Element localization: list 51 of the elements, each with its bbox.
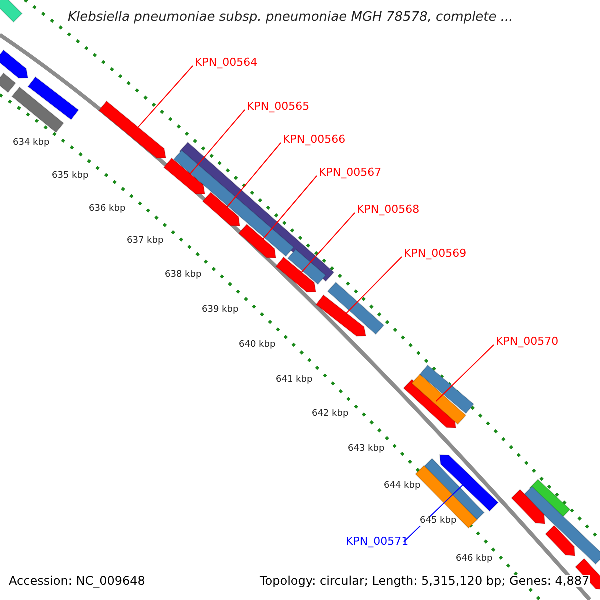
gene-block — [523, 486, 600, 565]
scale-label: 634 kbp — [13, 139, 50, 148]
gene-block — [419, 364, 475, 414]
gene-block — [202, 192, 241, 226]
leader-line — [346, 256, 402, 314]
gene-block — [173, 150, 295, 258]
gene-block — [411, 374, 467, 426]
gene-block — [0, 72, 16, 94]
scale-label: 646 kbp — [456, 555, 493, 564]
leader-line — [301, 212, 356, 273]
scale-label: 635 kbp — [52, 172, 89, 181]
gene-label: KPN_00569 — [404, 248, 467, 259]
scale-label: 637 kbp — [127, 237, 164, 246]
leader-line — [227, 142, 282, 208]
scale-label: 639 kbp — [202, 306, 239, 315]
scale-label: 643 kbp — [348, 445, 385, 454]
gene-label: KPN_00568 — [357, 204, 420, 215]
leader-line — [190, 110, 246, 174]
gene-block — [163, 158, 206, 195]
gene-block — [276, 256, 317, 293]
gene-block — [98, 100, 167, 159]
scale-label: 636 kbp — [89, 205, 126, 214]
gene-block — [439, 454, 499, 512]
gene-block — [238, 224, 277, 258]
gene-block — [545, 525, 576, 557]
leader-line — [436, 344, 494, 402]
gene-label: KPN_00566 — [283, 134, 346, 145]
gene-block — [28, 76, 80, 120]
leader-line — [263, 176, 318, 240]
gene-block — [327, 282, 385, 336]
scale-label: 642 kbp — [312, 410, 349, 419]
gene-block — [511, 489, 546, 525]
scale-label: 644 kbp — [384, 482, 421, 491]
gene-block — [12, 86, 64, 134]
footer-info: Accession: NC_009648 — [9, 575, 146, 587]
gene-label: KPN_00567 — [319, 167, 382, 178]
footer-info: Topology: circular; Length: 5,315,120 bp; Genes: 4,887 — [260, 575, 590, 587]
gene-label: KPN_00571 — [346, 536, 409, 547]
scale-label: 641 kbp — [276, 376, 313, 385]
gene-block — [0, 50, 29, 79]
scale-label: 640 kbp — [239, 341, 276, 350]
gene-block — [0, 0, 23, 23]
leader-line — [138, 66, 194, 128]
map-title: Klebsiella pneumoniae subsp. pneumoniae MGH 78578, complete ... — [68, 11, 514, 24]
scale-label: 645 kbp — [420, 517, 457, 526]
gene-block — [316, 294, 367, 337]
gene-label: KPN_00565 — [247, 101, 310, 112]
gene-block — [287, 248, 327, 286]
scale-label: 638 kbp — [165, 271, 202, 280]
gene-label: KPN_00564 — [195, 57, 258, 68]
gene-label: KPN_00570 — [496, 336, 559, 347]
